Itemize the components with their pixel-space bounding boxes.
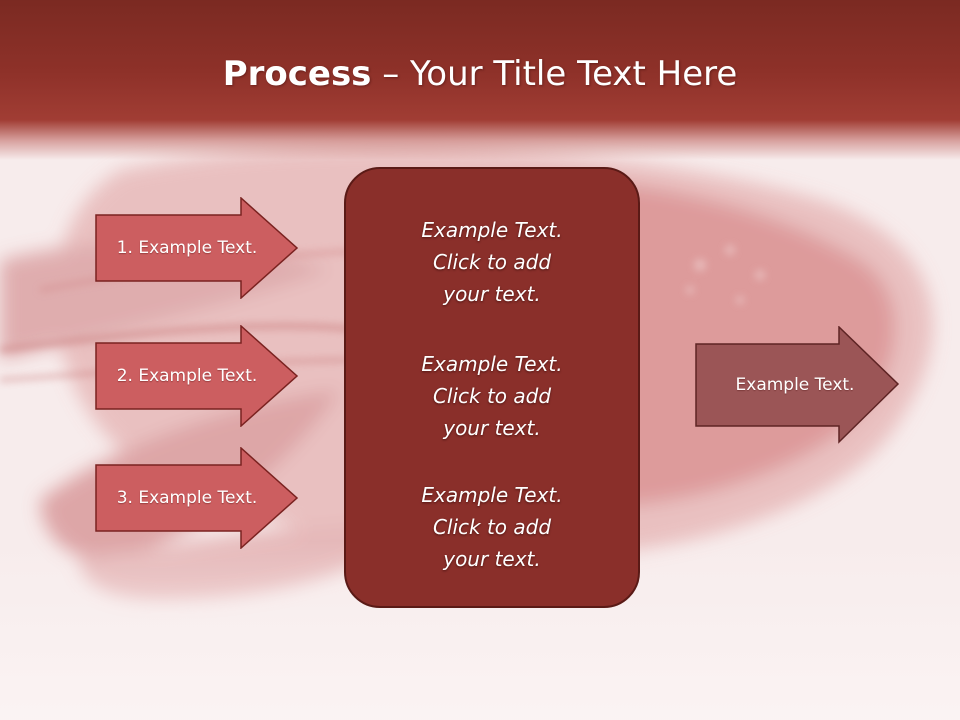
step-arrow-3[interactable]: 3. Example Text. — [95, 447, 299, 549]
step-arrow-3-shape — [95, 447, 299, 549]
step-arrow-2-shape — [95, 325, 299, 427]
step-arrow-1[interactable]: 1. Example Text. — [95, 197, 299, 299]
step-arrow-2[interactable]: 2. Example Text. — [95, 325, 299, 427]
center-block-1[interactable]: Example Text. Click to add your text. — [346, 214, 638, 310]
center-text-box[interactable]: Example Text. Click to add your text. Ex… — [344, 167, 640, 608]
step-arrow-3-label: 3. Example Text. — [116, 488, 258, 508]
title-bold: Process — [222, 54, 372, 94]
center-block-3-line-3: your text. — [443, 547, 541, 571]
step-arrow-1-label: 1. Example Text. — [116, 238, 258, 258]
center-block-2[interactable]: Example Text. Click to add your text. — [346, 348, 638, 444]
title-rest: – Your Title Text Here — [371, 54, 738, 94]
output-arrow-label: Example Text. — [735, 375, 855, 395]
center-block-3[interactable]: Example Text. Click to add your text. — [346, 479, 638, 575]
center-block-3-line-1: Example Text. — [421, 483, 563, 507]
center-block-2-line-1: Example Text. — [421, 352, 563, 376]
output-arrow[interactable]: Example Text. — [695, 326, 901, 444]
center-block-1-line-1: Example Text. — [421, 218, 563, 242]
center-block-3-line-2: Click to add — [432, 515, 552, 539]
slide-title: Process – Your Title Text Here — [0, 50, 960, 98]
step-arrow-2-label: 2. Example Text. — [116, 366, 258, 386]
center-block-1-line-3: your text. — [443, 282, 541, 306]
step-arrow-1-shape — [95, 197, 299, 299]
title-band — [0, 0, 960, 160]
output-arrow-shape — [695, 326, 900, 444]
center-block-1-line-2: Click to add — [432, 250, 552, 274]
center-block-2-line-3: your text. — [443, 416, 541, 440]
center-block-2-line-2: Click to add — [432, 384, 552, 408]
